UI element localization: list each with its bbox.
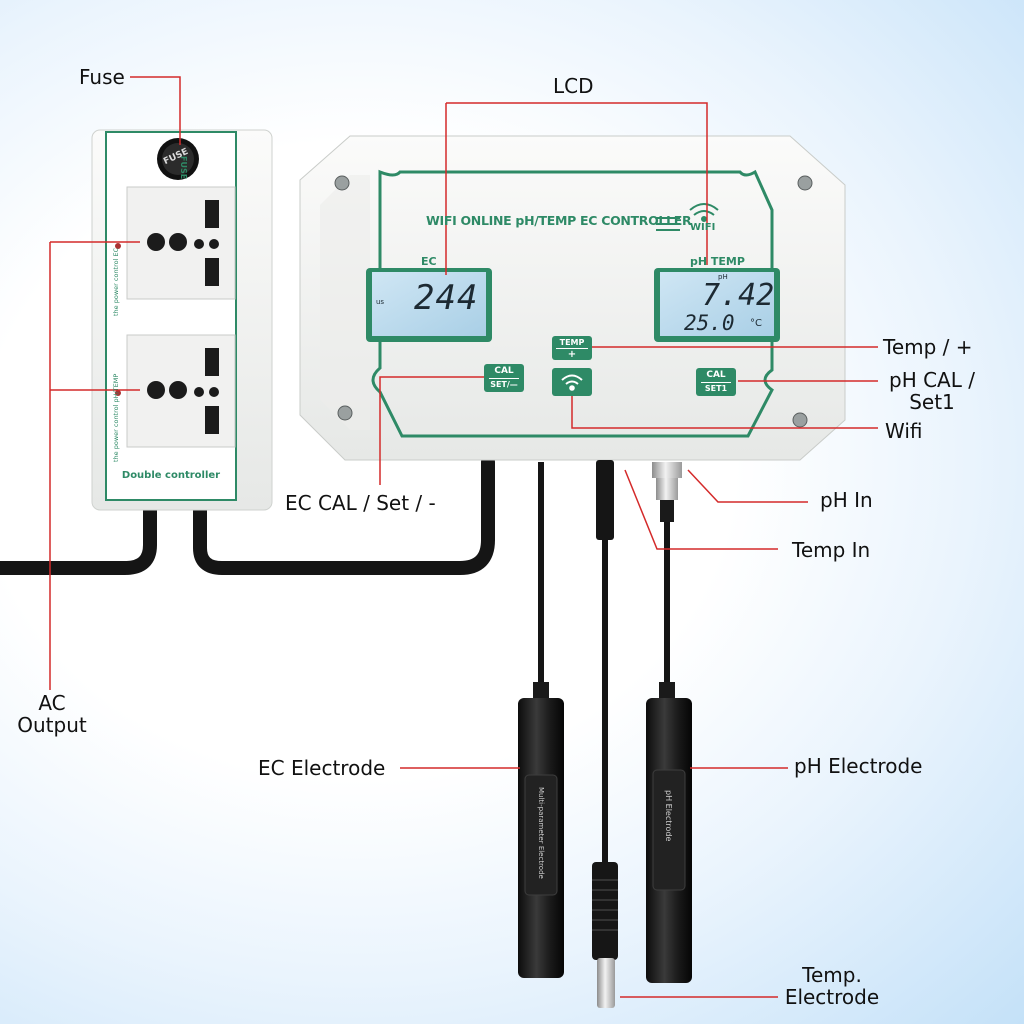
temp-plus-callout: Temp / + xyxy=(883,335,973,359)
lcd-callout: LCD xyxy=(553,74,594,98)
temp-electrode-callout: Temp. Electrode xyxy=(776,964,888,1008)
ph-cal-callout: pH CAL / Set1 xyxy=(878,369,986,413)
ec-electrode-print: Multi-parameter Electrode xyxy=(537,787,545,879)
ec-cal-label: CAL xyxy=(489,365,519,379)
ec-display-heading: EC xyxy=(421,255,437,268)
power-cables xyxy=(0,455,495,575)
ec-electrode-body xyxy=(518,682,564,978)
ph-set1-label: SET1 xyxy=(704,384,728,393)
temp-plus-button[interactable]: TEMP + xyxy=(552,336,592,360)
temp-in-callout: Temp In xyxy=(792,538,871,562)
ph-cal-label: CAL xyxy=(701,369,731,383)
controller-title: WIFI ONLINE pH/TEMP EC CONTROLLER xyxy=(426,213,692,228)
ph-cal-callout-line2: Set1 xyxy=(909,390,955,414)
temp-electrode-line1: Temp. xyxy=(802,963,862,987)
ac-output-line2: Output xyxy=(17,713,87,737)
power-box-footer: Double controller xyxy=(121,470,221,481)
temp-electrode-line2: Electrode xyxy=(784,985,880,1009)
wifi-button[interactable] xyxy=(552,368,592,396)
temp-electrode-body xyxy=(592,862,618,1008)
ph-temp-display-heading: pH TEMP xyxy=(690,255,745,268)
fuse-callout: Fuse xyxy=(79,65,125,89)
temp-reading: 25.0 xyxy=(684,311,735,335)
ac-output-callout: AC Output xyxy=(6,692,98,736)
temp-button-label: TEMP xyxy=(556,337,588,349)
ph-unit: pH xyxy=(718,273,728,281)
wifi-badge: WIFI xyxy=(690,222,716,233)
ph-electrode-callout: pH Electrode xyxy=(794,754,923,778)
ph-in-callout: pH In xyxy=(820,488,873,512)
ec-cal-set-button[interactable]: CAL SET/— xyxy=(484,364,524,392)
ec-electrode-callout: EC Electrode xyxy=(258,756,386,780)
wifi-callout: Wifi xyxy=(885,419,923,443)
ac-output-line1: AC xyxy=(38,691,66,715)
ph-cal-callout-line1: pH CAL / xyxy=(889,368,975,392)
socket-ec-side-label: the power control EC xyxy=(112,247,120,316)
ph-electrode-body xyxy=(646,682,692,983)
socket-ph-side-label: the power control pH/TEMP xyxy=(112,373,120,462)
wifi-button-icon xyxy=(561,374,583,391)
ph-electrode-print: pH Electrode xyxy=(664,790,673,842)
fuse-holder[interactable] xyxy=(157,138,199,180)
ec-set-label: SET/— xyxy=(490,380,518,389)
ec-reading: 244 xyxy=(414,278,479,318)
ec-cal-callout: EC CAL / Set / - xyxy=(285,491,436,515)
ec-unit: us xyxy=(376,298,385,306)
ph-reading: 7.42 xyxy=(702,278,775,313)
temp-unit: °C xyxy=(750,318,762,329)
ph-cal-set1-button[interactable]: CAL SET1 xyxy=(696,368,736,396)
leader-lines xyxy=(49,76,878,998)
ph-bnc-connector xyxy=(652,462,682,522)
power-outlet-box xyxy=(91,129,273,511)
fuse-side-label: FUSE xyxy=(179,156,188,180)
temp-jack xyxy=(596,460,614,540)
lcd-screens xyxy=(366,268,780,342)
wifi-logo-icon xyxy=(689,203,719,222)
plus-button-label: + xyxy=(567,349,577,360)
